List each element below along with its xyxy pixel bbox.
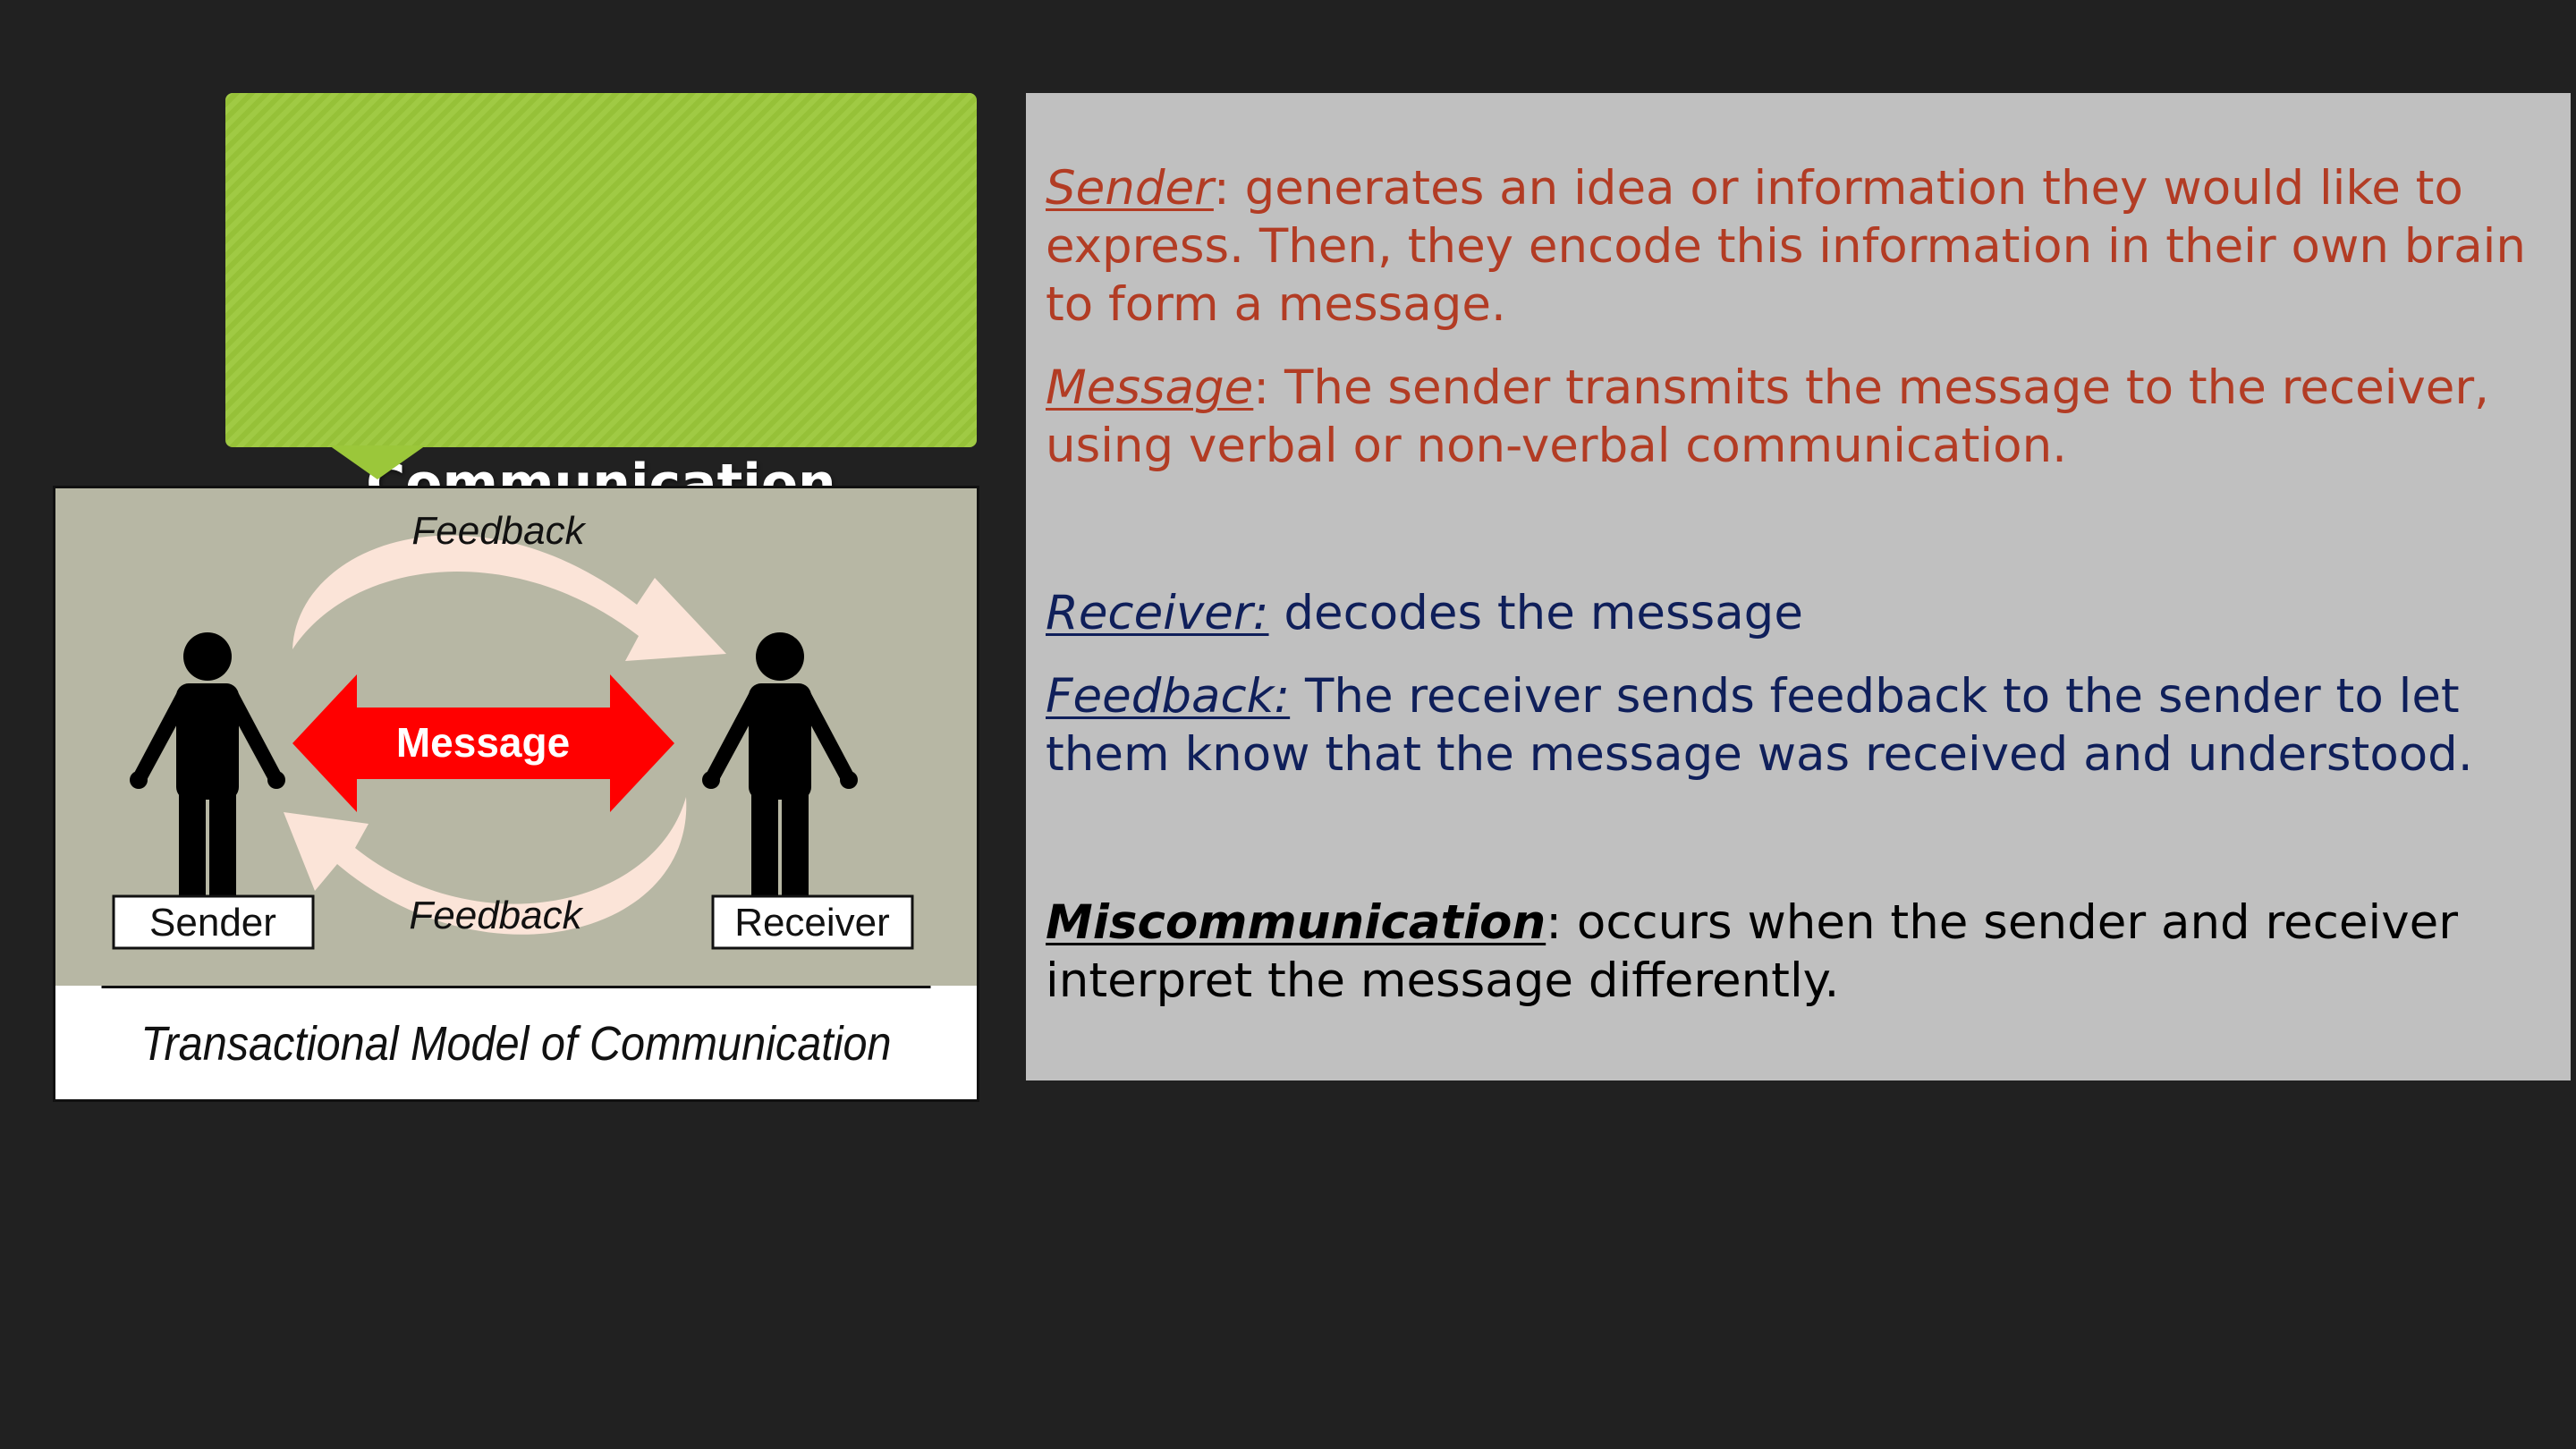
diagram-caption: Transactional Model of Communication — [101, 986, 931, 1099]
title-callout: Communication — [225, 93, 977, 515]
definition-message: Message: The sender transmits the messag… — [1046, 359, 2553, 475]
sender-label-box: Sender — [112, 894, 315, 950]
diagram-illustration: Feedback Feedback Message — [55, 488, 977, 986]
title-callout-pointer — [329, 445, 426, 479]
curved-arrow-icon — [292, 535, 726, 661]
definition-sender: Sender: generates an idea or information… — [1046, 159, 2553, 334]
transactional-model-diagram: Feedback Feedback Message — [53, 486, 979, 1102]
term-miscommunication: Miscommunication — [1046, 895, 1546, 950]
definition-feedback-text: The receiver sends feedback to the sende… — [1046, 669, 2473, 782]
term-feedback: Feedback: — [1046, 669, 1291, 724]
definition-miscommunication: Miscommunication: occurs when the sender… — [1046, 894, 2553, 1010]
receiver-label-box: Receiver — [711, 894, 914, 950]
sender-label: Sender — [149, 901, 276, 945]
receiver-label: Receiver — [734, 901, 890, 945]
definition-receiver-text: decodes the message — [1268, 586, 1803, 640]
feedback-top-label: Feedback — [411, 509, 586, 553]
term-receiver: Receiver: — [1046, 586, 1269, 640]
message-label: Message — [396, 719, 570, 766]
term-message: Message — [1046, 360, 1254, 415]
curved-arrow-icon — [284, 797, 687, 935]
double-arrow-icon — [292, 674, 674, 812]
person-icon — [130, 632, 285, 918]
term-sender: Sender — [1046, 161, 1214, 216]
definition-message-text: : The sender transmits the message to th… — [1046, 360, 2490, 473]
feedback-bottom-label: Feedback — [409, 894, 583, 937]
definitions-panel: Sender: generates an idea or information… — [1026, 93, 2571, 1080]
definition-sender-text: : generates an idea or information they … — [1046, 161, 2526, 332]
definition-feedback: Feedback: The receiver sends feedback to… — [1046, 667, 2553, 784]
definition-miscommunication-text: : occurs when the sender and receiver in… — [1046, 895, 2458, 1008]
definition-receiver: Receiver: decodes the message — [1046, 584, 2553, 642]
person-icon — [702, 632, 858, 918]
